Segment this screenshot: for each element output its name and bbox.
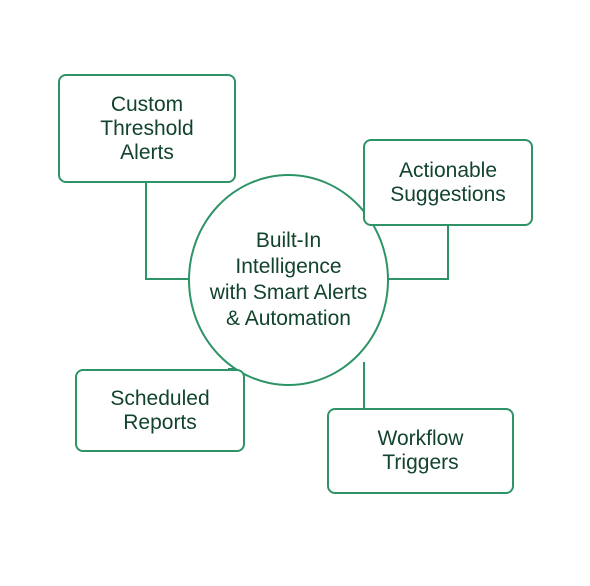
node-actionable-suggestions: Actionable Suggestions [363, 139, 533, 226]
scheduled-reports-label: Scheduled Reports [110, 386, 210, 434]
actionable-suggestions-label: Actionable Suggestions [390, 158, 506, 206]
workflow-triggers-label: Workflow Triggers [377, 427, 464, 474]
node-custom-threshold-alerts: Custom Threshold Alerts [58, 74, 236, 183]
custom-threshold-alerts-label: Custom Threshold Alerts [100, 92, 194, 164]
central-concept-circle: Built-In Intelligence with Smart Alerts … [188, 174, 389, 386]
connector-custom-threshold-alerts [145, 182, 196, 280]
node-workflow-triggers: Workflow Triggers [327, 408, 514, 494]
central-concept-label: Built-In Intelligence with Smart Alerts … [209, 229, 368, 330]
node-scheduled-reports: Scheduled Reports [75, 369, 245, 452]
connector-actionable-suggestions [381, 225, 449, 280]
